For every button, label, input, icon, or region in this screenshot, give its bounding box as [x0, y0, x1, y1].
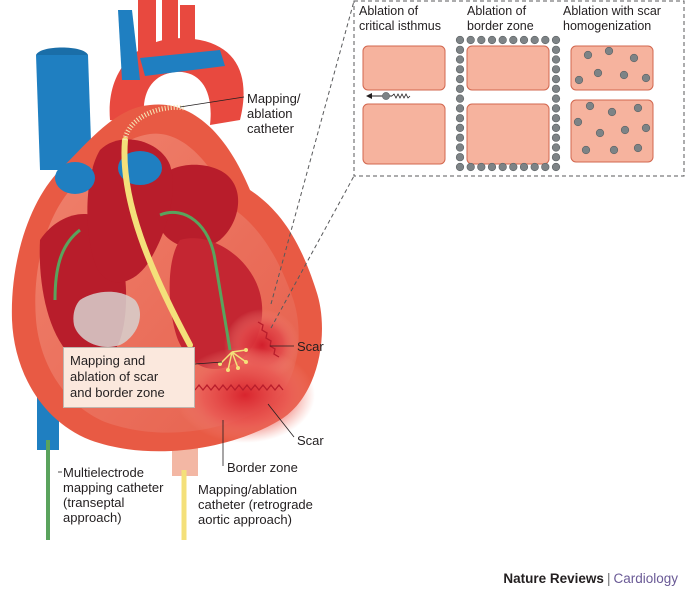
isthmus-block-bottom — [363, 104, 445, 164]
lesion-dot — [456, 124, 464, 132]
label-multi-line4: approach) — [63, 510, 163, 525]
lesion-dot — [552, 75, 560, 83]
lesion-dot — [456, 95, 464, 103]
callout-line1: Mapping and — [70, 353, 188, 369]
lesion-dot — [510, 163, 518, 171]
lesion-dot — [467, 163, 475, 171]
label-multi-line2: mapping catheter — [63, 480, 163, 495]
lesion-dot — [478, 163, 486, 171]
lesion-dot — [456, 75, 464, 83]
lesion-dot — [456, 105, 464, 113]
lesion-dot — [499, 163, 507, 171]
lesion-dot — [552, 85, 560, 93]
lesion-dot — [552, 114, 560, 122]
lesion-dot — [531, 163, 539, 171]
lesion-dot — [552, 66, 560, 74]
label-retro-line3: aortic approach) — [198, 512, 313, 527]
aorta-branch-2 — [162, 0, 178, 50]
label-multi-line3: (transeptal — [63, 495, 163, 510]
aorta-branch-3 — [180, 5, 195, 50]
inset-title-isthmus-line2: critical isthmus — [359, 19, 441, 34]
border-block-top — [467, 46, 549, 90]
lesion-dot — [456, 153, 464, 161]
label-retrograde-catheter: Mapping/ablation catheter (retrograde ao… — [198, 482, 313, 527]
lesion-dot — [552, 36, 560, 44]
lesion-dot — [456, 36, 464, 44]
journal-name: Cardiology — [613, 571, 678, 586]
lesion-dot — [531, 36, 539, 44]
lesion-dot — [552, 105, 560, 113]
lesion-dot — [488, 163, 496, 171]
label-multielectrode-catheter: Multielectrode mapping catheter (transep… — [63, 465, 163, 525]
callout-line3: and border zone — [70, 385, 188, 401]
lesion-dot — [456, 66, 464, 74]
inset-title-border: Ablation of border zone — [467, 4, 534, 34]
label-border-zone: Border zone — [227, 460, 298, 475]
journal-brand: Nature Reviews|Cardiology — [503, 571, 678, 586]
lesion-dot — [510, 36, 518, 44]
lesion-dot — [552, 153, 560, 161]
svc-top — [36, 48, 88, 56]
callout-scar-border-zone: Mapping and ablation of scar and border … — [63, 347, 195, 408]
lesion-dot — [467, 36, 475, 44]
lesion-dot — [552, 124, 560, 132]
label-mapping-line3: catheter — [247, 121, 300, 136]
lesion-dot — [488, 36, 496, 44]
lesion-dot — [456, 134, 464, 142]
border-block-bottom — [467, 104, 549, 164]
inset-title-isthmus: Ablation of critical isthmus — [359, 4, 441, 34]
lesion-dot — [552, 95, 560, 103]
lesion-dot — [478, 36, 486, 44]
lesion-dot — [542, 36, 550, 44]
callout-line2: ablation of scar — [70, 369, 188, 385]
lesion-dot — [552, 144, 560, 152]
aorta-branch-1 — [138, 0, 156, 60]
lesion-dot — [456, 56, 464, 64]
lesion-dot — [520, 163, 528, 171]
lesion-dot — [456, 46, 464, 54]
lesion-dot — [456, 114, 464, 122]
label-scar-lower: Scar — [297, 433, 324, 448]
inset-title-homog-line1: Ablation with scar — [563, 4, 661, 19]
label-mapping-ablation-catheter: Mapping/ ablation catheter — [247, 91, 300, 136]
lesion-dot — [552, 163, 560, 171]
label-retro-line1: Mapping/ablation — [198, 482, 313, 497]
inset-title-isthmus-line1: Ablation of — [359, 4, 441, 19]
lesion-dot — [499, 36, 507, 44]
lesion-dot — [552, 56, 560, 64]
lesion-dot — [520, 36, 528, 44]
isthmus-block-top — [363, 46, 445, 90]
inset-title-homog-line2: homogenization — [563, 19, 661, 34]
lesion-dot — [456, 85, 464, 93]
label-retro-line2: catheter (retrograde — [198, 497, 313, 512]
inset-title-border-line2: border zone — [467, 19, 534, 34]
inset-title-homogenization: Ablation with scar homogenization — [563, 4, 661, 34]
brand-name: Nature Reviews — [503, 571, 604, 586]
label-multi-line1: Multielectrode — [63, 465, 163, 480]
lesion-dot — [552, 134, 560, 142]
inset-title-border-line1: Ablation of — [467, 4, 534, 19]
lesion-dot — [542, 163, 550, 171]
lesion-dot — [552, 46, 560, 54]
lesion-dot — [456, 163, 464, 171]
isthmus-lesion — [382, 92, 389, 99]
label-scar-upper: Scar — [297, 339, 324, 354]
lesion-dot — [456, 144, 464, 152]
label-mapping-line1: Mapping/ — [247, 91, 300, 106]
label-mapping-line2: ablation — [247, 106, 300, 121]
pulmonary-vein-left — [55, 162, 95, 194]
